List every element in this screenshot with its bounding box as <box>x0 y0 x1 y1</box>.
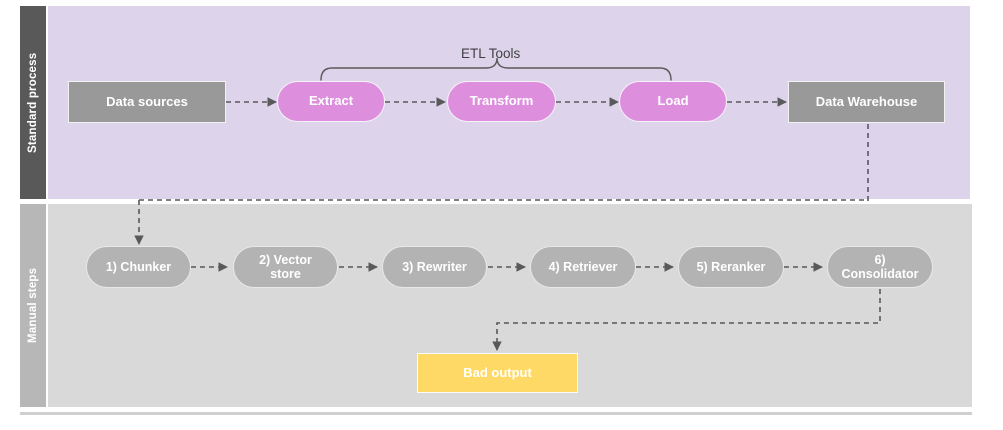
etl-tools-label: ETL Tools <box>461 46 521 61</box>
connector-consolidator-to-bad-output <box>492 289 881 351</box>
node-rewriter[interactable]: 3) Rewriter <box>382 246 487 288</box>
node-transform[interactable]: Transform <box>447 81 556 122</box>
node-consolidator[interactable]: 6)Consolidator <box>827 246 933 288</box>
node-data-warehouse[interactable]: Data Warehouse <box>788 81 945 123</box>
node-reranker[interactable]: 5) Reranker <box>678 246 784 288</box>
node-extract[interactable]: Extract <box>277 81 385 122</box>
node-retriever[interactable]: 4) Retriever <box>530 246 636 288</box>
node-bad-output[interactable]: Bad output <box>417 353 578 393</box>
node-load[interactable]: Load <box>619 81 727 122</box>
node-chunker[interactable]: 1) Chunker <box>86 246 191 288</box>
node-data-sources[interactable]: Data sources <box>68 81 226 123</box>
etl-tools-bracket <box>320 57 672 81</box>
bottom-divider <box>20 412 972 415</box>
